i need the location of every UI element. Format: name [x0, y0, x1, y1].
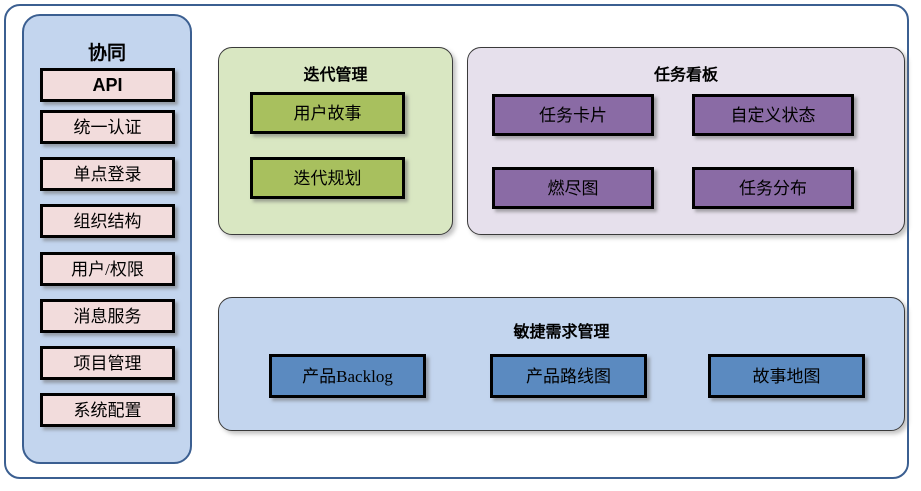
taskboard-item-burndown-chart[interactable]: 燃尽图	[492, 167, 654, 209]
agile-item-story-map[interactable]: 故事地图	[708, 354, 865, 398]
sidebar-item-org-structure[interactable]: 组织结构	[40, 204, 175, 238]
taskboard-item-custom-status[interactable]: 自定义状态	[692, 94, 854, 136]
iteration-item-user-story[interactable]: 用户故事	[250, 92, 405, 134]
sidebar-item-system-config[interactable]: 系统配置	[40, 393, 175, 427]
taskboard-item-task-card[interactable]: 任务卡片	[492, 94, 654, 136]
sidebar-item-message-service[interactable]: 消息服务	[40, 299, 175, 333]
iteration-item-iteration-plan[interactable]: 迭代规划	[250, 157, 405, 199]
agile-item-product-roadmap[interactable]: 产品路线图	[490, 354, 647, 398]
panel-collaboration-title: 协同	[87, 43, 126, 64]
sidebar-item-sso[interactable]: 单点登录	[40, 157, 175, 191]
panel-iteration-title: 迭代管理	[303, 67, 368, 84]
panel-task-board-title: 任务看板	[653, 67, 718, 84]
panel-iteration-management[interactable]: 迭代管理	[218, 47, 453, 235]
sidebar-item-user-permission[interactable]: 用户/权限	[40, 252, 175, 286]
sidebar-item-unified-auth[interactable]: 统一认证	[40, 110, 175, 144]
taskboard-item-task-distribution[interactable]: 任务分布	[692, 167, 854, 209]
sidebar-item-project-management[interactable]: 项目管理	[40, 346, 175, 380]
agile-item-product-backlog[interactable]: 产品Backlog	[269, 354, 426, 398]
outer-frame	[4, 4, 909, 479]
panel-agile-requirements-title: 敏捷需求管理	[513, 324, 610, 341]
sidebar-item-api[interactable]: API	[40, 68, 175, 102]
